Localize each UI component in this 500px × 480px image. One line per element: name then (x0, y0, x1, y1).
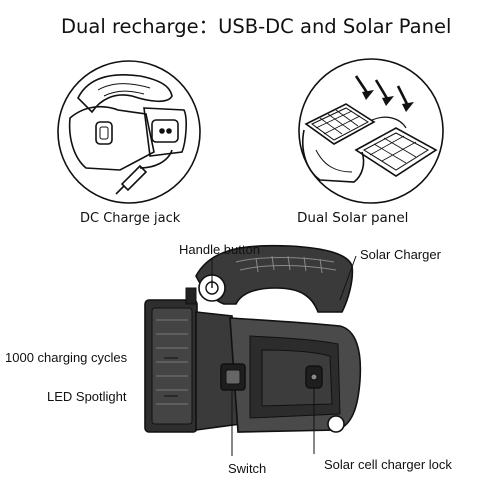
solar-panel-illustration (298, 58, 444, 204)
leader-solar-charger (339, 255, 357, 301)
dc-jack-port (151, 119, 179, 143)
lamp-handle (195, 244, 354, 313)
lanyard-loop (327, 415, 345, 433)
dc-circle-frame (57, 60, 201, 204)
solar-panel-right (354, 127, 438, 177)
dc-charge-illustration (57, 60, 201, 204)
dc-charge-jack-label: DC Charge jack (80, 211, 181, 226)
solar-panel-left (304, 103, 376, 145)
solar-charger-label: Solar Charger (360, 247, 441, 262)
charging-cycles-label: 1000 charging cycles (5, 350, 128, 365)
dc-plug (120, 164, 148, 192)
callout-leaders (164, 255, 357, 456)
switch-label: Switch (228, 461, 267, 476)
dc-handle-outline (77, 74, 173, 114)
dc-jack-cover (143, 107, 187, 157)
dual-solar-panel-label: Dual Solar panel (297, 210, 409, 226)
solar-lock-label: Solar cell charger lock (324, 457, 452, 472)
diagram-title: Dual recharge：USB-DC and Solar Panel (61, 15, 452, 38)
handle-button-label: Handle button (179, 242, 260, 257)
spotlight-illustration (144, 244, 362, 433)
dc-cable (139, 149, 173, 169)
led-spotlight-label: LED Spotlight (47, 389, 127, 404)
solar-body-outline (302, 129, 365, 183)
solar-circle-frame (298, 58, 444, 204)
dc-side-button (95, 121, 113, 145)
sunlight-arrows (354, 75, 410, 107)
dc-body-outline (68, 105, 155, 171)
